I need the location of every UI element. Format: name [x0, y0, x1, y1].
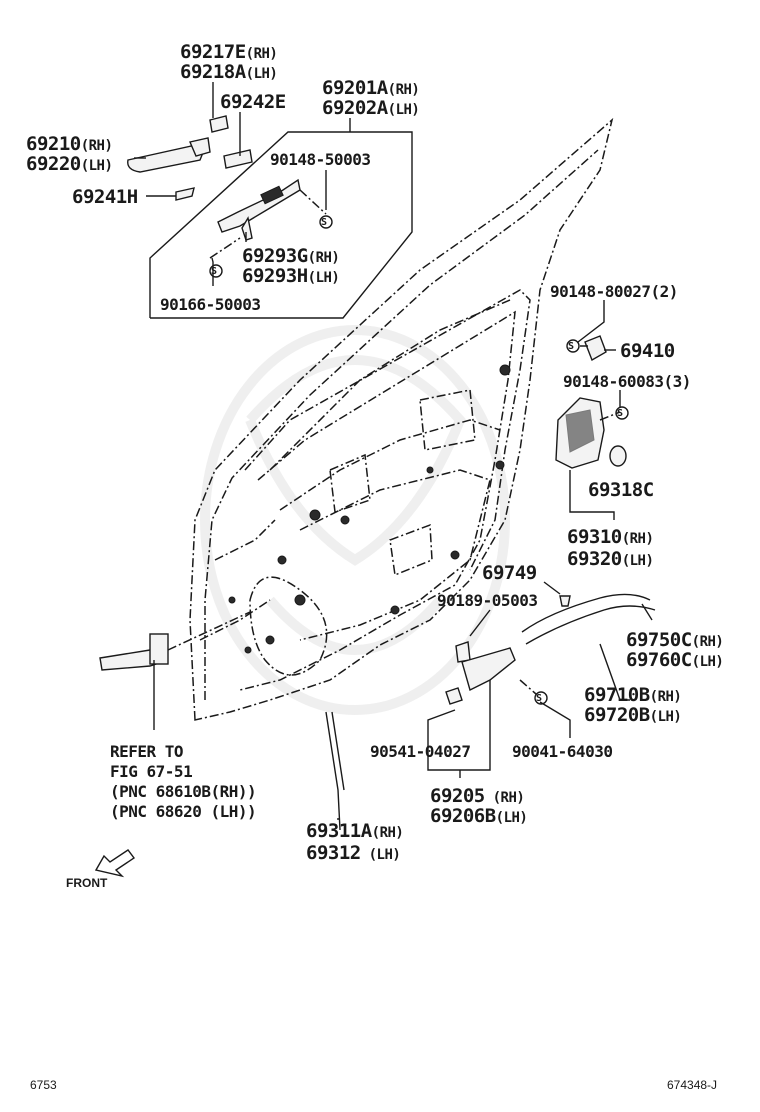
- part-label-90041-64030: 90041-64030: [512, 742, 613, 761]
- door-frame: [189, 117, 614, 721]
- part-label-69749: 69749: [482, 562, 537, 584]
- part-label-69720B: 69720B(LH): [584, 704, 682, 726]
- part-label-69311A: 69311A(RH): [306, 820, 404, 842]
- front-label: FRONT: [66, 876, 108, 890]
- part-label-90148-80027: 90148-80027(2): [550, 282, 678, 301]
- part-label-69710B: 69710B(RH): [584, 684, 682, 706]
- door-check: [99, 633, 169, 671]
- part-label-90148-60083: 90148-60083(3): [563, 372, 691, 391]
- part-label-69210: 69210(RH): [26, 133, 113, 155]
- part-label-69218A: 69218A(LH): [180, 61, 278, 83]
- part-label-69293G: 69293G(RH): [242, 245, 340, 267]
- part-label-90148-50003: 90148-50003: [270, 150, 371, 169]
- control-cables: [325, 593, 656, 831]
- part-label-90166-50003: 90166-50003: [160, 295, 261, 314]
- footer-page-code: 6753: [30, 1078, 57, 1092]
- screw-s-5: S: [536, 693, 542, 704]
- part-label-69293H: 69293H(LH): [242, 265, 340, 287]
- part-label-69310: 69310(RH): [567, 526, 654, 548]
- part-label-69241H: 69241H: [72, 186, 138, 208]
- part-label-69318C: 69318C: [588, 479, 654, 501]
- screw-symbols: [209, 215, 629, 705]
- part-label-90541-04027: 90541-04027: [370, 742, 471, 761]
- part-label-69201A: 69201A(RH): [322, 77, 420, 99]
- footer-figure-id: 674348-J: [667, 1078, 718, 1092]
- part-label-69410: 69410: [620, 340, 675, 362]
- part-label-69217E: 69217E(RH): [180, 41, 278, 63]
- part-label-69320: 69320(LH): [567, 548, 654, 570]
- lock-assembly: [445, 335, 627, 705]
- part-label-69220: 69220(LH): [26, 153, 113, 175]
- front-arrow-icon: [94, 849, 136, 878]
- handle-group-box: [149, 118, 413, 319]
- part-label-69750C: 69750C(RH): [626, 629, 724, 651]
- screw-s-1: S: [321, 217, 327, 228]
- exterior-handle-parts: [127, 115, 301, 241]
- screw-s-3: S: [568, 341, 574, 352]
- refer-line-4: (PNC 68620 (LH)): [110, 802, 257, 821]
- watermark-emblem: [200, 325, 510, 715]
- part-label-69202A: 69202A(LH): [322, 97, 420, 119]
- refer-line-1: REFER TO: [110, 742, 184, 761]
- part-label-69205: 69205 (RH): [430, 785, 525, 807]
- refer-line-2: FIG 67-51: [110, 762, 193, 781]
- part-label-69312: 69312 (LH): [306, 842, 401, 864]
- part-label-90189-05003: 90189-05003: [437, 591, 538, 610]
- part-label-69760C: 69760C(LH): [626, 649, 724, 671]
- screw-s-4: S: [617, 408, 623, 419]
- part-label-69206B: 69206B(LH): [430, 805, 528, 827]
- screw-s-2: S: [211, 266, 217, 277]
- part-label-69242E: 69242E: [220, 91, 286, 113]
- leader-lines: [134, 82, 653, 820]
- refer-line-3: (PNC 68610B(RH)): [110, 782, 257, 801]
